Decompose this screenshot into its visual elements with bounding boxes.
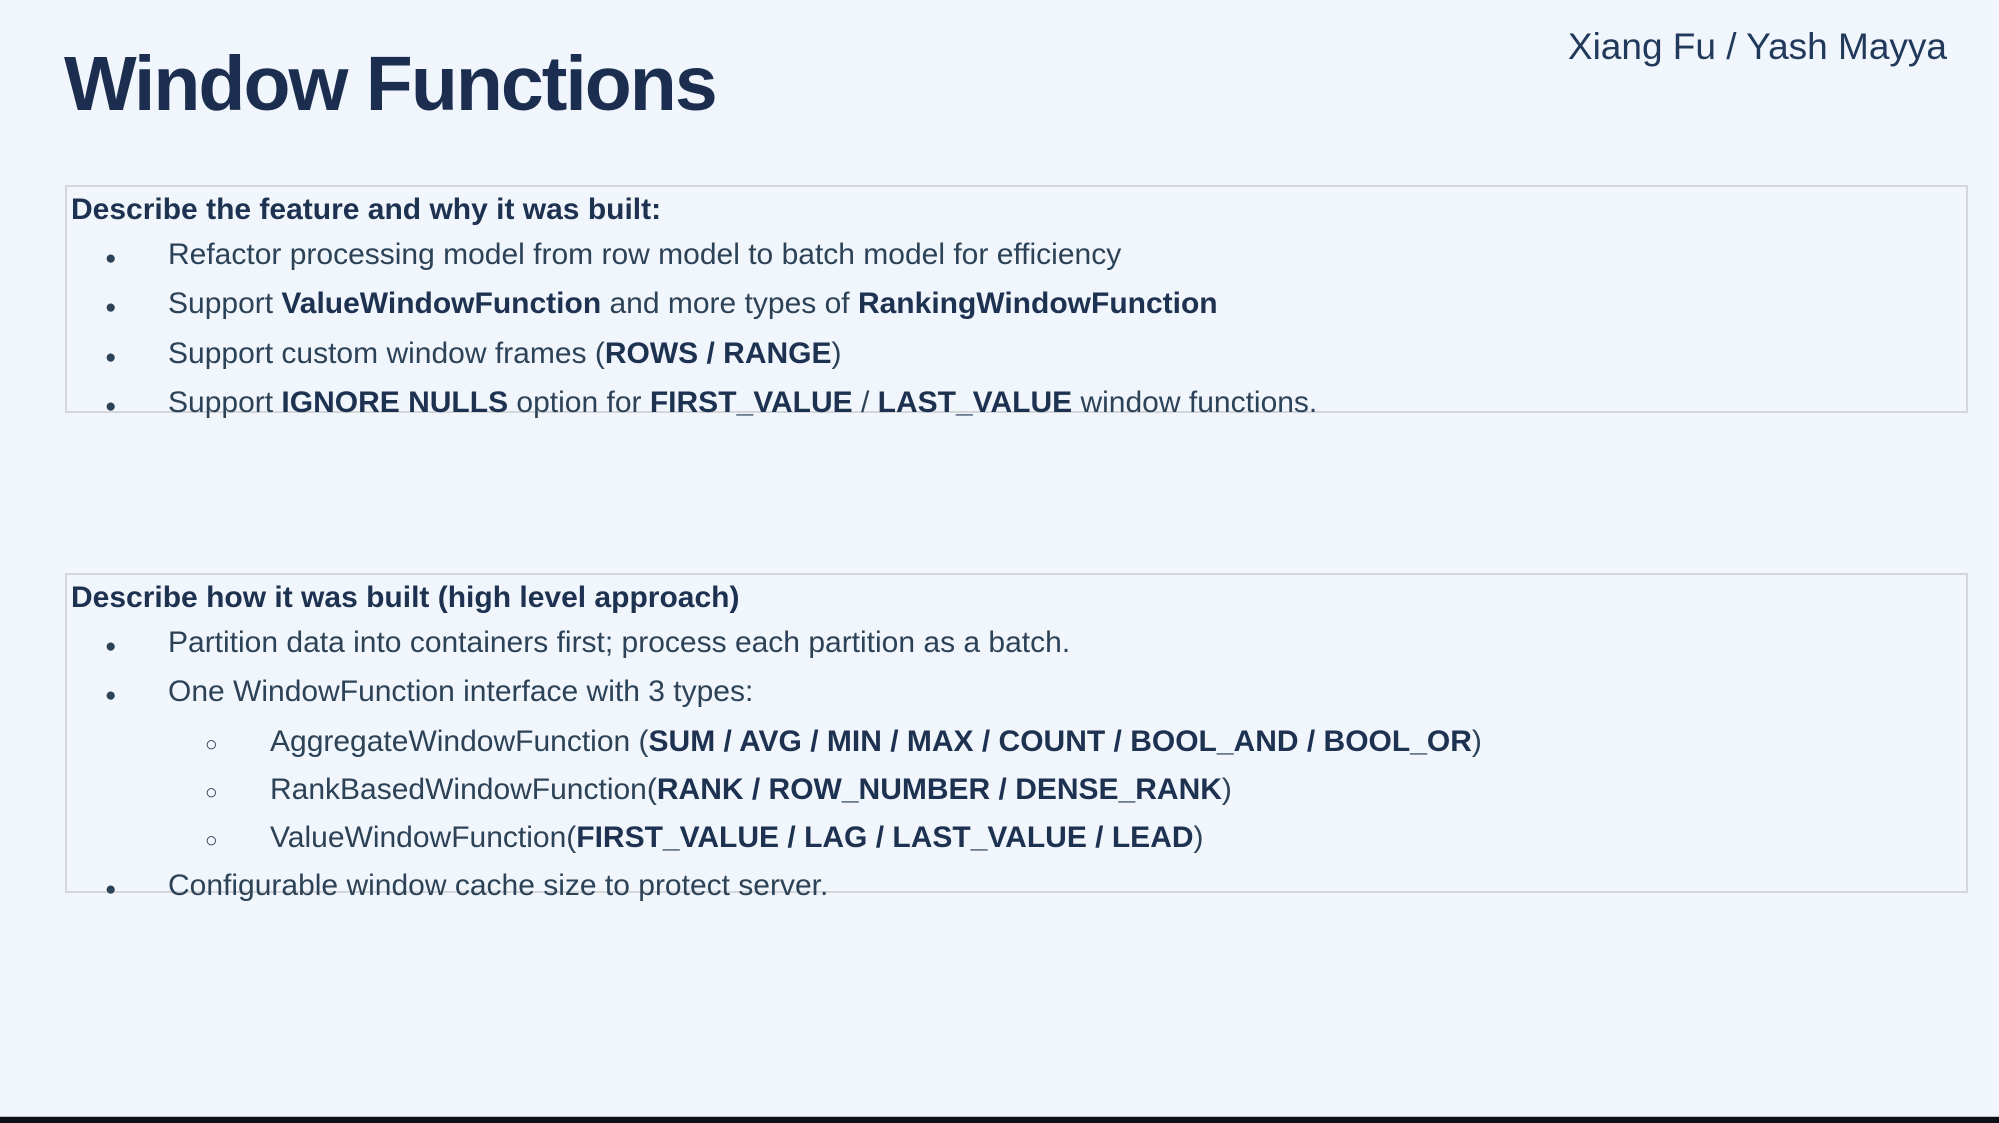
list-item: ○ AggregateWindowFunction (SUM / AVG / MI…	[67, 719, 1966, 767]
list-item-text: Refactor processing model from row model…	[168, 238, 1122, 271]
list-item: ● Support custom window frames (ROWS / RA…	[67, 331, 1966, 380]
approach-box-heading: Describe how it was built (high level ap…	[71, 581, 740, 614]
bottom-edge-bar	[0, 1116, 1999, 1123]
list-item-text: Support IGNORE NULLS option for FIRST_VA…	[168, 385, 1318, 419]
list-item-text: RankBasedWindowFunction(RANK / ROW_NUMBE…	[270, 772, 1232, 806]
list-item: ● Configurable window cache size to prote…	[67, 863, 1966, 912]
list-item-text: Support custom window frames (ROWS / RAN…	[168, 336, 842, 370]
list-item: ○ ValueWindowFunction(FIRST_VALUE / LAG /…	[67, 815, 1966, 863]
bullet-icon: ●	[105, 248, 117, 269]
authors-credit: Xiang Fu / Yash Mayya	[1567, 26, 1947, 67]
list-item-text: Support ValueWindowFunction and more typ…	[168, 287, 1218, 321]
list-item: ● One WindowFunction interface with 3 typ…	[67, 669, 1966, 718]
list-item-text: Configurable window cache size to protec…	[168, 869, 829, 903]
list-item-text: AggregateWindowFunction (SUM / AVG / MIN…	[270, 724, 1482, 758]
bullet-icon: ●	[105, 636, 117, 657]
bullet-icon: ●	[105, 297, 117, 319]
list-item-text: One WindowFunction interface with 3 type…	[168, 675, 754, 709]
list-item: ● Partition data into containers first; p…	[67, 620, 1966, 669]
sub-bullet-icon: ○	[205, 829, 218, 853]
list-item-text: Partition data into containers first; pr…	[168, 626, 1071, 659]
approach-description-box: Describe how it was built (high level ap…	[65, 573, 1968, 902]
bullet-icon: ●	[105, 685, 117, 707]
sub-bullet-icon: ○	[205, 732, 218, 756]
sub-bullet-icon: ○	[205, 780, 218, 804]
list-item: ● Support IGNORE NULLS option for FIRST_V…	[67, 380, 1966, 429]
approach-bullet-list: ● Partition data into containers first; p…	[67, 620, 1966, 913]
slide-title: Window Functions	[64, 41, 718, 127]
feature-description-box: Describe the feature and why it was buil…	[65, 185, 1968, 419]
bullet-icon: ●	[105, 395, 117, 417]
list-item-text: ValueWindowFunction(FIRST_VALUE / LAG / …	[270, 821, 1204, 855]
list-item: ○ RankBasedWindowFunction(RANK / ROW_NUMB…	[67, 767, 1966, 815]
bullet-icon: ●	[105, 346, 117, 368]
list-item: ● Support ValueWindowFunction and more ty…	[67, 281, 1966, 330]
list-item: ● Refactor processing model from row mode…	[67, 232, 1966, 281]
bullet-icon: ●	[105, 879, 117, 901]
feature-bullet-list: ● Refactor processing model from row mode…	[67, 232, 1966, 429]
feature-box-heading: Describe the feature and why it was buil…	[71, 193, 662, 226]
